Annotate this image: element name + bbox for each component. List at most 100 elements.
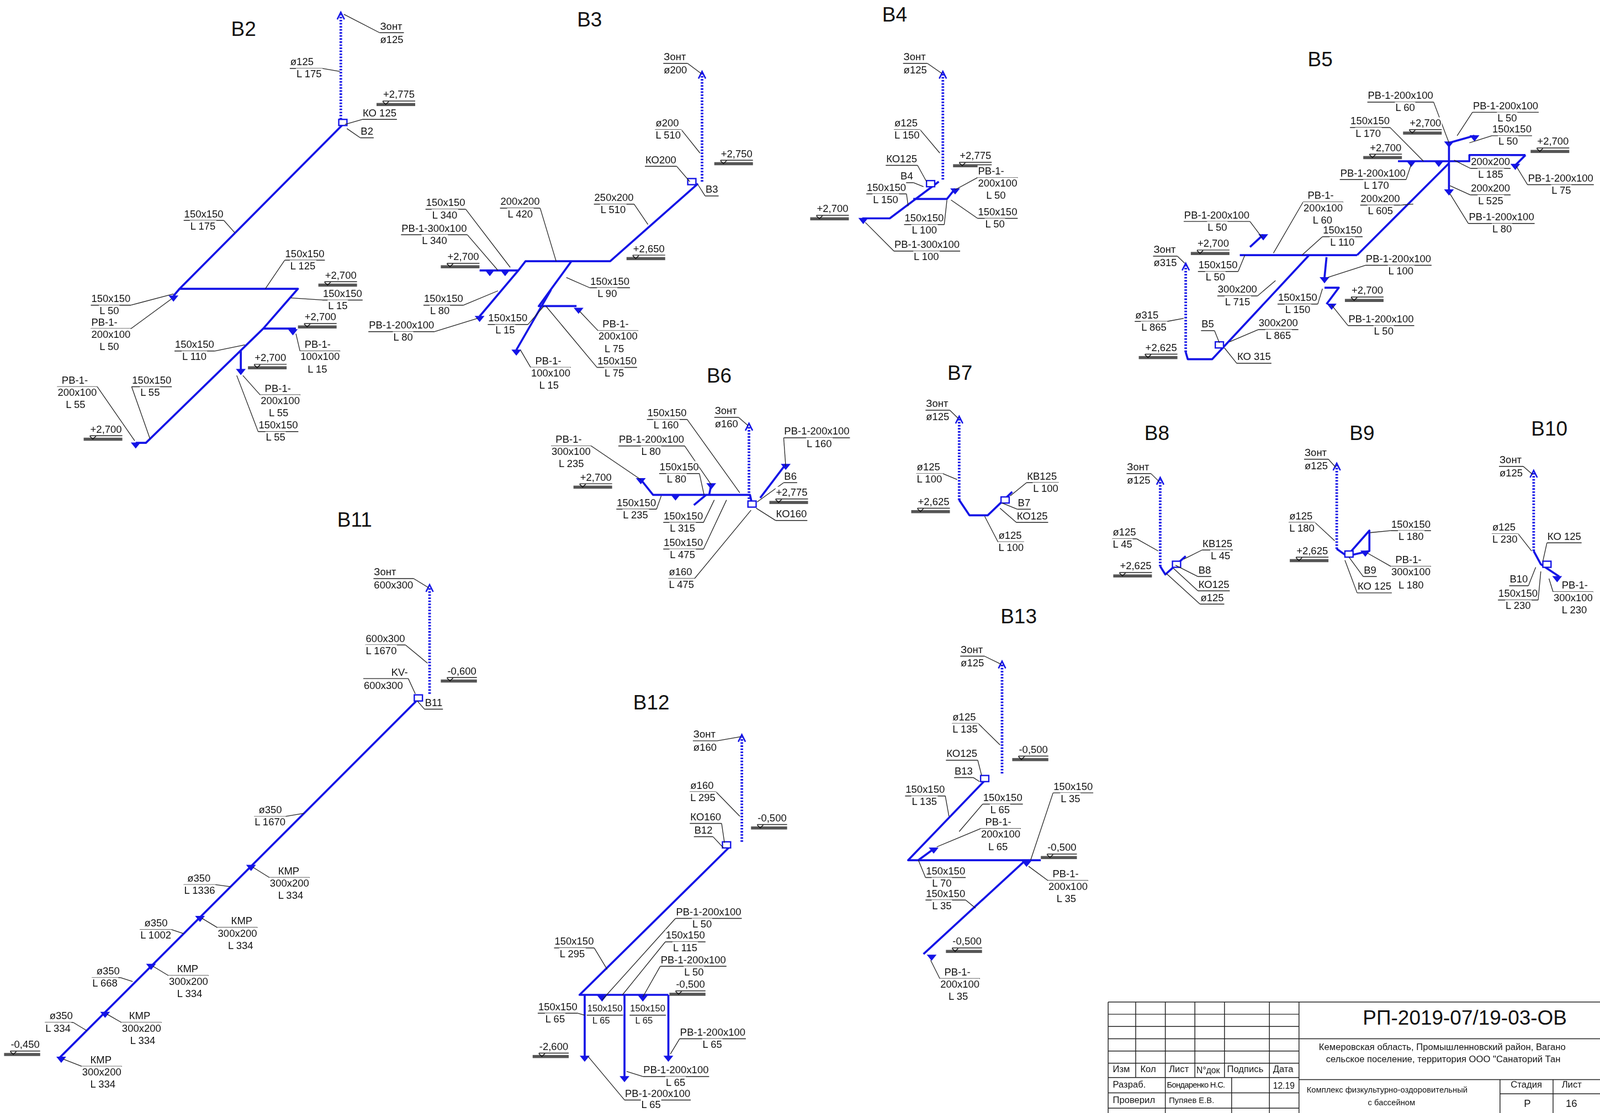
scheme-title: В10 [1530, 417, 1568, 441]
callout-text: 200x100 [597, 331, 639, 343]
valve-symbol [1543, 561, 1552, 568]
duct-line [623, 994, 626, 1077]
callout-text: В5 [1200, 318, 1215, 330]
callout-text: 300x200 [1258, 318, 1299, 330]
leader-line [973, 777, 980, 782]
leader-shelf [954, 777, 974, 778]
leader-shelf [1351, 296, 1384, 298]
leader-shelf [1408, 129, 1442, 130]
title-block-text: Кемеровская область, Промышленновский ра… [1318, 1043, 1567, 1054]
callout-text: РВ-1-200x100 [1472, 100, 1539, 112]
leader-line [1002, 502, 1018, 510]
leader-line [927, 63, 942, 74]
callout-text: КО200 [644, 154, 677, 166]
callout-text: ø125 [1288, 510, 1313, 522]
duct-line [1240, 253, 1358, 257]
level-bar [532, 1055, 569, 1059]
callout-text: РВ-1- [1561, 580, 1589, 592]
level-bar [1040, 856, 1077, 860]
callout-text: L 80 [1491, 224, 1513, 236]
title-block-text: Проверил [1112, 1096, 1156, 1107]
callout-text: 200x100 [1302, 202, 1344, 214]
title-block-text: 12.19 [1272, 1081, 1296, 1091]
callout-text: L 235 [622, 509, 649, 521]
callout-text: L 135 [910, 796, 937, 808]
leader-shelf [1018, 755, 1049, 757]
level-bar [1363, 156, 1402, 160]
leader-line [1257, 280, 1276, 296]
callout-text: РВ-1- [1395, 554, 1423, 566]
leader-line [215, 884, 231, 887]
leader-shelf [1363, 576, 1377, 577]
callout-text: L 340 [421, 235, 448, 247]
grid-line [1108, 1062, 1300, 1064]
leader-line [676, 166, 691, 182]
level-bar [83, 437, 123, 442]
leader-shelf [1498, 465, 1524, 467]
callout-text: L 55 [265, 432, 286, 444]
callout-text: 150x150 [423, 293, 464, 305]
callout-text: РВ-1-200x100 [618, 433, 685, 445]
callout-text: РВ-1- [1052, 869, 1080, 881]
leader-line [1249, 221, 1263, 238]
level-mark: -0,500 [756, 812, 787, 824]
leader-shelf [1536, 147, 1570, 148]
level-bar [1289, 559, 1329, 563]
leader-line [656, 495, 662, 510]
callout-text: L 55 [268, 407, 289, 419]
level-mark: +2,700 [1196, 237, 1230, 249]
leader-line [285, 813, 305, 817]
callout-text: 200x100 [980, 829, 1021, 841]
callout-text: КМР [128, 1010, 151, 1022]
callout-text: 200x200 [1360, 193, 1401, 205]
duct-line [479, 270, 519, 317]
callout-text: В6 [783, 470, 797, 482]
level-tick [447, 263, 454, 268]
duct-line [1324, 287, 1339, 305]
callout-text: L 75 [604, 343, 625, 355]
callout-text: L 475 [669, 549, 696, 561]
callout-text: L 160 [653, 419, 680, 431]
callout-text: L 100 [998, 542, 1025, 554]
leader-line [1406, 164, 1412, 180]
valve-symbol [748, 500, 757, 507]
valve-symbol [1000, 496, 1010, 503]
callout-text: ø160 [689, 780, 714, 792]
leader-line [906, 193, 909, 206]
callout-text: L 1670 [365, 645, 398, 657]
callout-text: L 230 [1561, 604, 1588, 616]
scheme-title: В4 [881, 2, 908, 26]
leader-shelf [1145, 353, 1178, 355]
callout-text: 150x150 [665, 930, 706, 942]
leader-shelf [775, 498, 809, 500]
callout-text: ø125 [998, 530, 1023, 542]
leader-shelf [775, 520, 808, 521]
callout-text: L 135 [951, 723, 978, 735]
leader-shelf [363, 677, 409, 679]
callout-text: L 75 [1550, 184, 1572, 196]
leader-shelf [379, 32, 405, 33]
valve-symbol [980, 775, 989, 782]
callout-text: КВ125 [1201, 538, 1233, 550]
leader-line [965, 899, 976, 909]
callout-text: 600x300 [363, 680, 404, 692]
level-mark: -0,500 [1018, 744, 1049, 756]
grid-line [1108, 1013, 1300, 1015]
callout-text: РВ-1- [1307, 190, 1335, 202]
level-bar [573, 485, 613, 490]
callout-text: РВ-1- [977, 165, 1005, 177]
level-bar [714, 162, 754, 166]
leader-line [1173, 568, 1198, 591]
callout-text: L 45 [1112, 539, 1133, 551]
level-tick [1369, 154, 1376, 158]
duct-line [239, 350, 242, 370]
leader-shelf [644, 166, 677, 167]
leader-shelf [951, 947, 982, 948]
grid-line [1552, 1079, 1554, 1113]
grille-symbol [1434, 161, 1444, 167]
callout-text: 150x150 [647, 407, 688, 419]
callout-text: ø200 [663, 64, 688, 76]
level-tick [1196, 250, 1204, 254]
callout-text: L 70 [931, 877, 952, 889]
callout-text: РВ-1- [61, 374, 89, 386]
